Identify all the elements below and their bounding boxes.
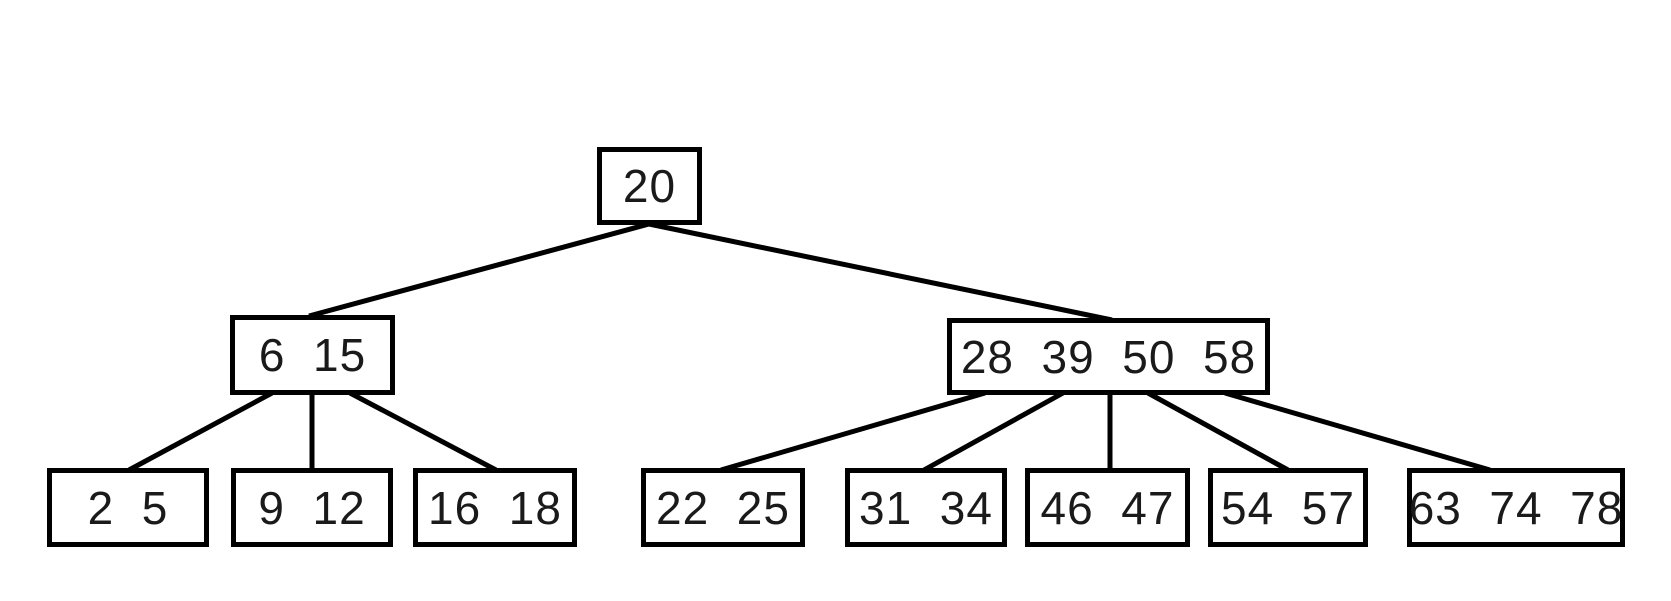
btree-node-leaf-2: 9 12 (231, 468, 393, 547)
node-keys: 20 (622, 160, 677, 212)
edge-internal-right-to-leaf-4 (720, 390, 986, 473)
node-keys: 2 5 (87, 481, 169, 534)
edge-internal-left-to-leaf-3 (348, 390, 498, 473)
btree-node-leaf-3: 16 18 (413, 468, 577, 547)
btree-node-leaf-7: 54 57 (1208, 468, 1368, 547)
btree-node-leaf-5: 31 34 (845, 468, 1007, 547)
edge-internal-right-to-leaf-8 (1224, 390, 1491, 473)
node-keys: 63 74 78 (1408, 481, 1624, 534)
btree-node-leaf-6: 46 47 (1025, 468, 1190, 547)
node-keys: 16 18 (428, 481, 562, 534)
node-keys: 22 25 (656, 481, 790, 534)
node-keys: 9 12 (258, 481, 366, 534)
node-keys: 28 39 50 58 (960, 330, 1257, 383)
btree-node-leaf-8: 63 74 78 (1407, 468, 1625, 547)
edge-root-to-internal-left (308, 221, 650, 319)
node-keys: 6 15 (258, 329, 367, 381)
btree-node-internal-left: 6 15 (230, 315, 395, 395)
btree-node-root: 20 (597, 147, 702, 225)
node-keys: 46 47 (1040, 481, 1175, 534)
btree-node-leaf-1: 2 5 (47, 468, 209, 547)
edge-root-to-internal-right (648, 221, 1113, 323)
edge-internal-right-to-leaf-7 (1146, 390, 1290, 473)
node-keys: 31 34 (859, 481, 993, 534)
btree-node-internal-right: 28 39 50 58 (947, 318, 1270, 395)
edge-internal-right-to-leaf-5 (922, 390, 1065, 473)
node-keys: 54 57 (1221, 481, 1355, 534)
edge-internal-left-to-leaf-1 (127, 390, 274, 473)
btree-node-leaf-4: 22 25 (641, 468, 805, 547)
